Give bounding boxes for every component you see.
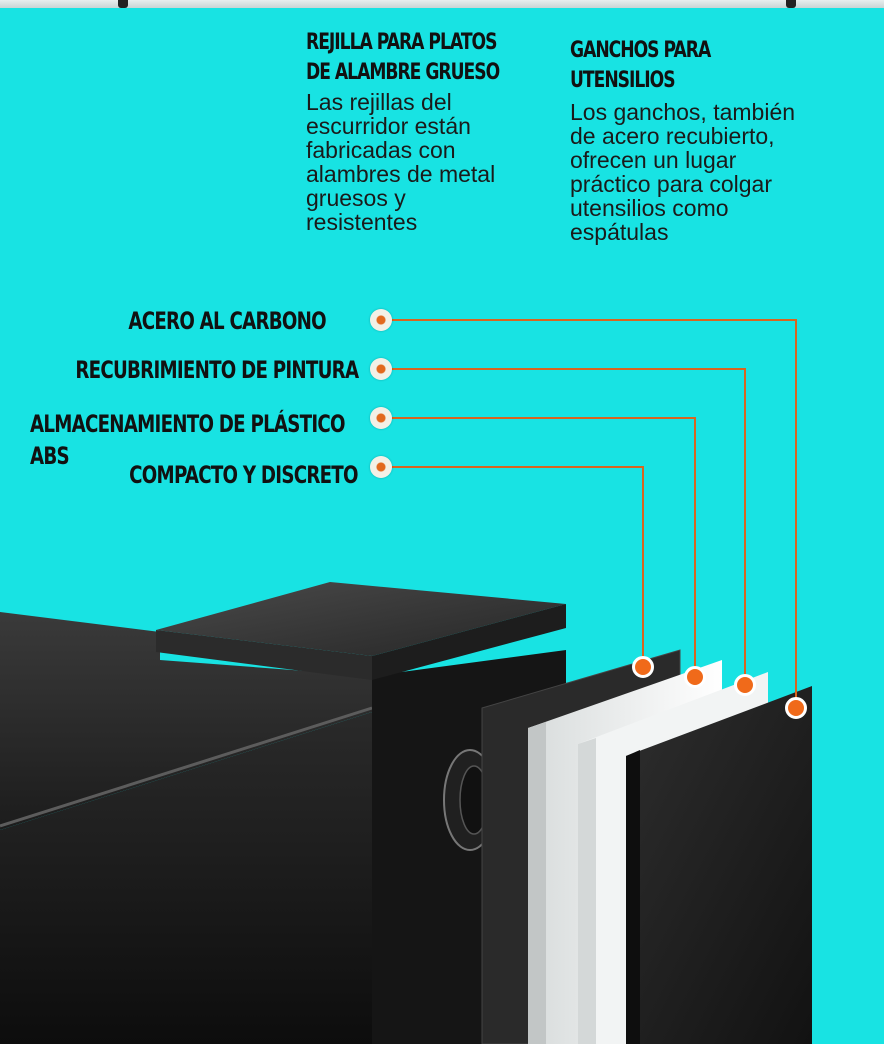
label-dot-2 xyxy=(370,358,392,380)
layer-label-abs-storage: ALMACENAMIENTO DE PLÁSTICO xyxy=(30,410,346,438)
layer-panel-3-edge xyxy=(528,722,546,1044)
lid-side xyxy=(372,604,566,680)
label-dot-3 xyxy=(370,407,392,429)
feature-body-line: fabricadas con xyxy=(306,137,456,163)
body-edge-highlight xyxy=(0,706,373,828)
leader-line-2 xyxy=(386,368,746,684)
feature-body-line: utensilios como xyxy=(570,195,729,221)
panel-marker-abs xyxy=(684,666,706,688)
leader-line-3 xyxy=(386,417,696,676)
feature-body-line: escurridor están xyxy=(306,113,471,139)
feature-body-line: ofrecen un lugar xyxy=(570,147,737,173)
layer-label-paint-coating: RECUBRIMIENTO DE PINTURA xyxy=(75,356,359,384)
panel-marker-compact xyxy=(632,656,654,678)
strip-peg-right xyxy=(786,0,796,8)
top-edge-strip xyxy=(0,0,884,8)
lid-front xyxy=(156,630,372,680)
leader-line-1 xyxy=(386,319,797,708)
feature-body-line: práctico para colgar xyxy=(570,171,772,197)
layer-label-compact: COMPACTO Y DISCRETO xyxy=(129,461,358,489)
feature-title-line1: REJILLA PARA PLATOS xyxy=(306,30,497,55)
feature-body-line: gruesos y xyxy=(306,185,406,211)
body-front-face xyxy=(0,712,372,1044)
strip-peg-left xyxy=(118,0,128,8)
layer-panel-2-edge xyxy=(578,738,596,1044)
feature-title-line1: GANCHOS PARA xyxy=(570,38,711,63)
feature-body-line: Los ganchos, también xyxy=(570,99,796,125)
panel-marker-paint xyxy=(734,674,756,696)
layer-panel-1 xyxy=(626,686,812,1044)
feature-body-line: resistentes xyxy=(306,209,418,235)
label-dot-4 xyxy=(370,456,392,478)
layer-panel-1-edge xyxy=(626,750,640,1044)
leader-line-4 xyxy=(386,466,644,666)
feature-title-line2: UTENSILIOS xyxy=(570,68,676,93)
feature-body-line: Las rejillas del xyxy=(306,89,452,115)
feature-title-line2: DE ALAMBRE GRUESO xyxy=(306,60,500,85)
label-dot-1 xyxy=(370,309,392,331)
feature-body-line: alambres de metal xyxy=(306,161,496,187)
panel-marker-steel xyxy=(785,697,807,719)
layer-label-abs-storage-line2: ABS xyxy=(30,442,70,470)
feature-body-line: de acero recubierto, xyxy=(570,123,775,149)
body-top-surface xyxy=(0,612,372,830)
lid-top xyxy=(156,582,566,656)
layer-label-carbon-steel: ACERO AL CARBONO xyxy=(128,307,326,335)
feature-body-line: espátulas xyxy=(570,219,669,245)
